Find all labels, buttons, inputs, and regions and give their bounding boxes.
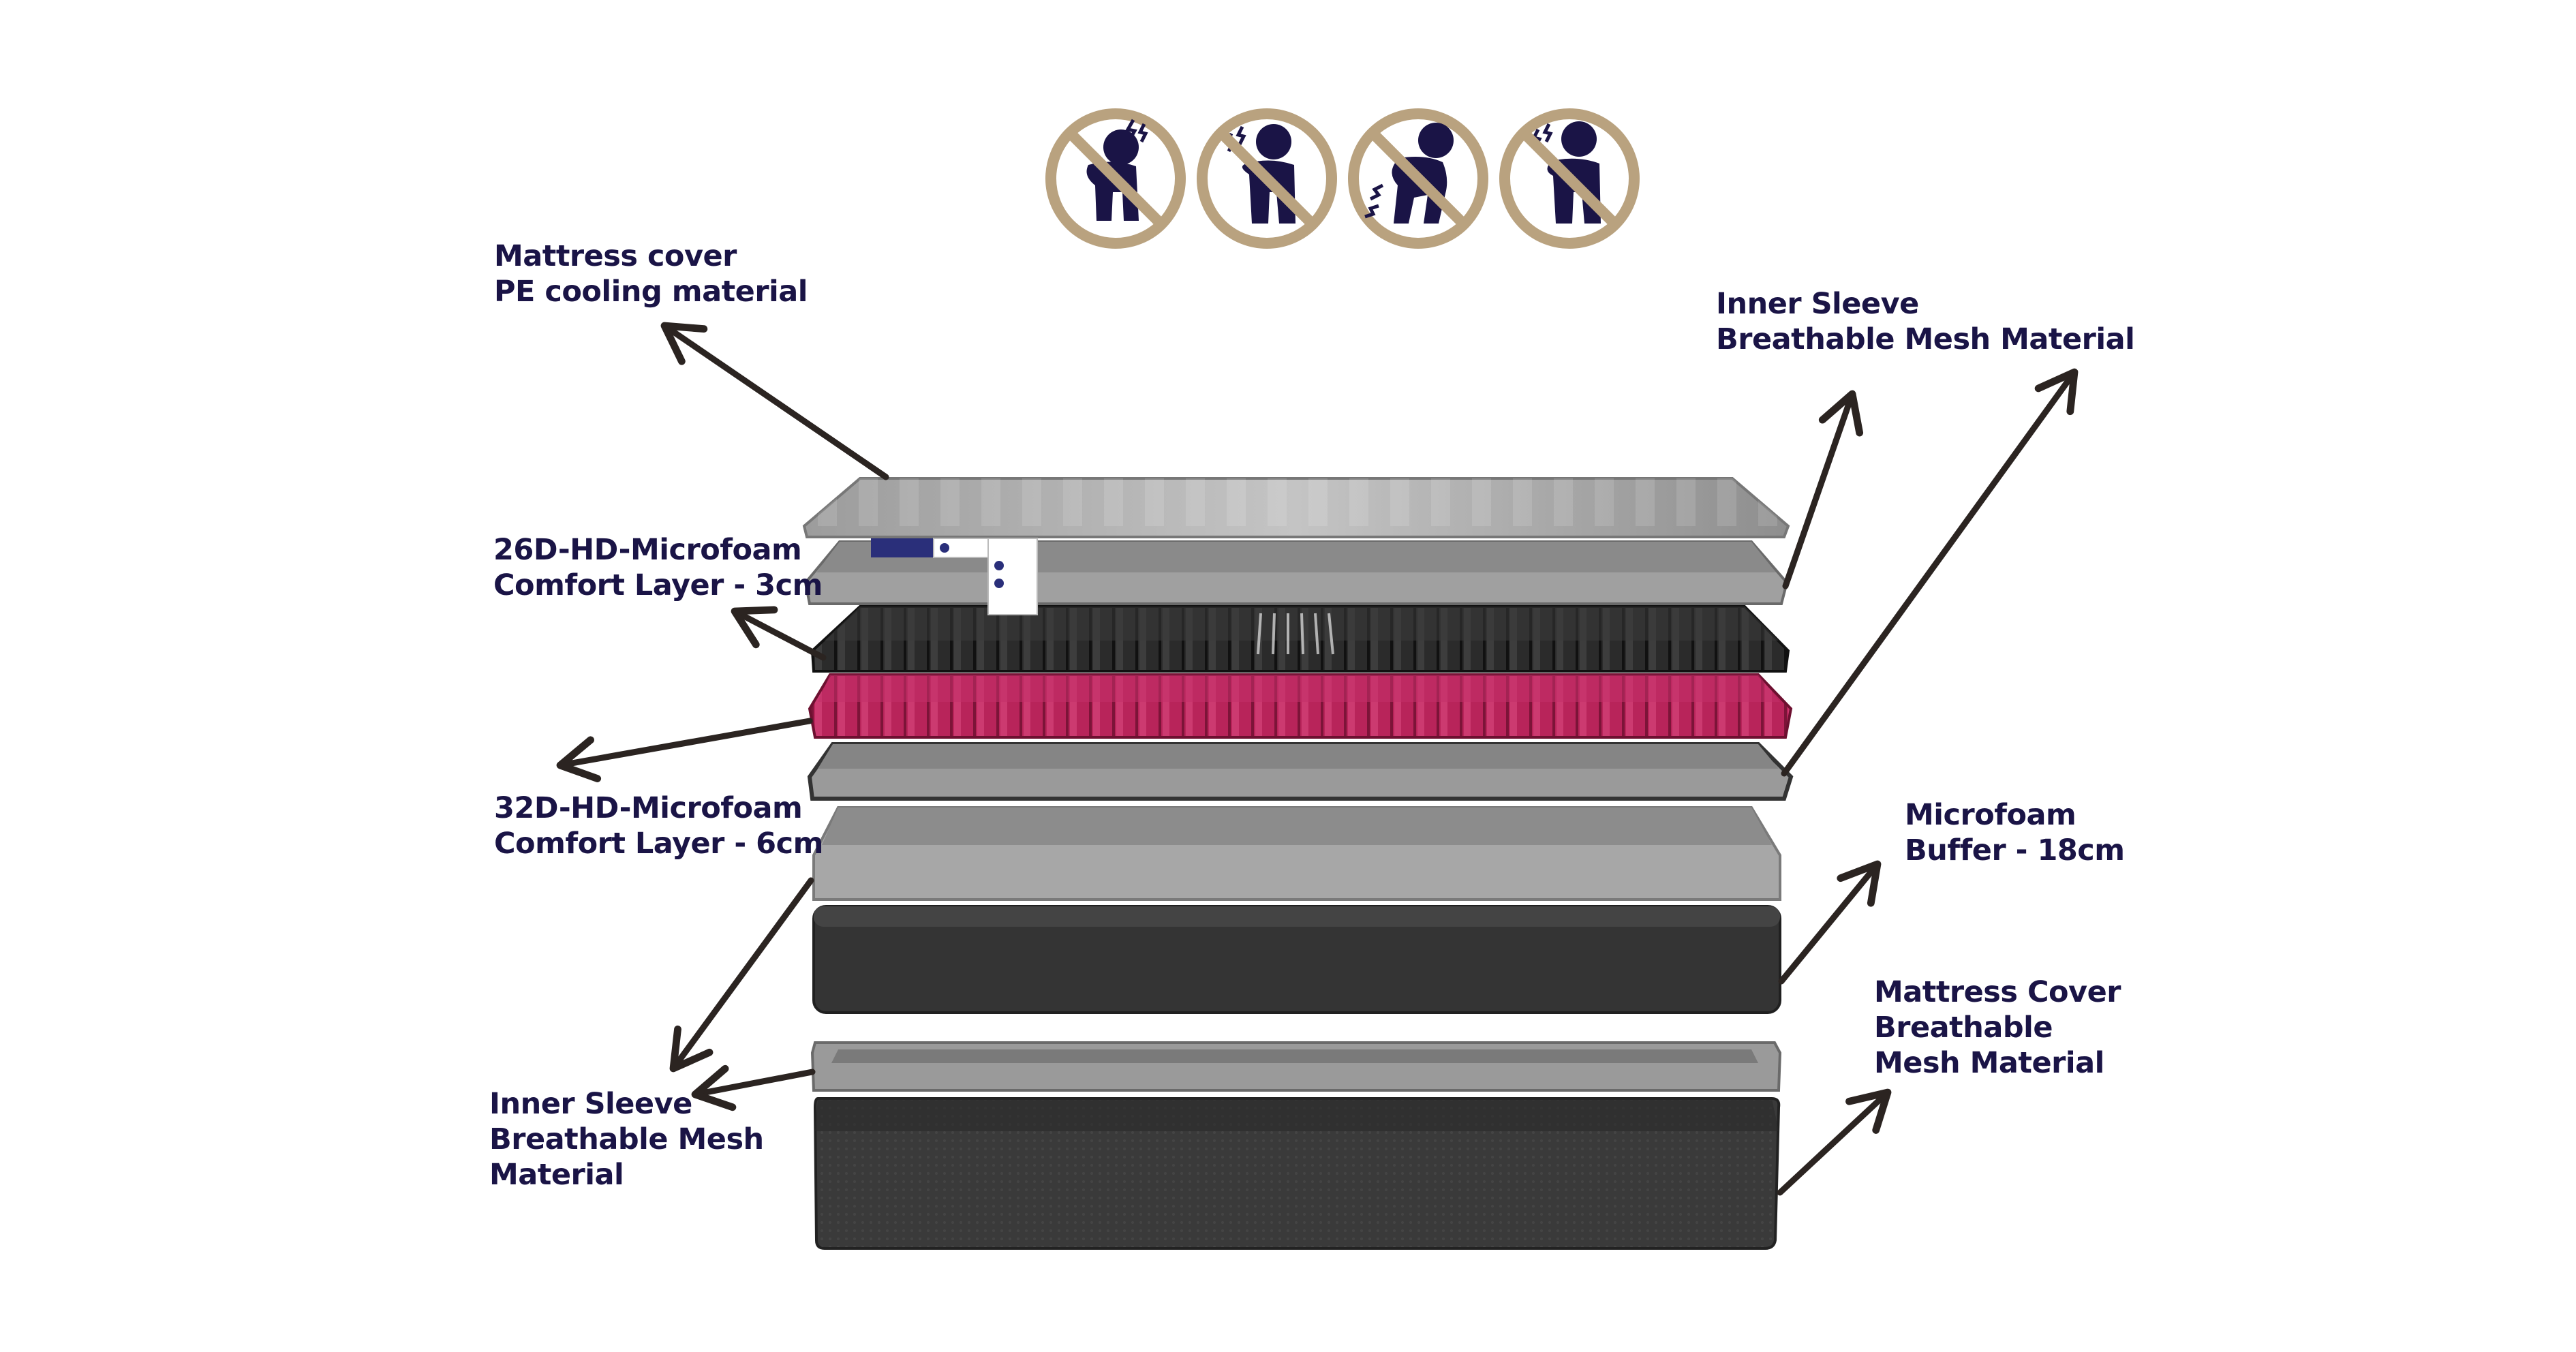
- no-back-pain-icon: [1348, 108, 1488, 249]
- label-comfort-3cm: 26D-HD-Microfoam Comfort Layer - 3cm: [493, 532, 823, 603]
- grey-sleeve-layer: [803, 540, 1789, 605]
- label-line: Microfoam: [1905, 798, 2076, 832]
- arrow-comfort-6cm: [556, 718, 813, 782]
- microfoam-buffer-layer: [812, 905, 1781, 1014]
- arrow-inner-sleeve-right-2: [1781, 368, 2079, 777]
- label-line: PE cooling material: [494, 275, 808, 309]
- label-line: 26D-HD-Microfoam: [493, 533, 802, 567]
- label-bottom-cover: Mattress Cover Breathable Mesh Material: [1874, 974, 2121, 1081]
- no-chest-pain-icon: [1499, 108, 1640, 249]
- black-comfort-foam-layer: [810, 605, 1790, 673]
- arrow-inner-sleeve-right-1: [1782, 390, 1864, 589]
- label-line: Mattress cover: [494, 239, 737, 273]
- label-line: 32D-HD-Microfoam: [494, 791, 803, 825]
- label-inner-sleeve-right: Inner Sleeve Breathable Mesh Material: [1716, 286, 2135, 357]
- arrow-top-cover: [660, 322, 889, 480]
- lower-inner-sleeve-layer: [810, 1041, 1782, 1092]
- middle-sleeve-layer: [807, 742, 1794, 801]
- label-line: Buffer - 18cm: [1905, 833, 2125, 867]
- arrow-comfort-3cm: [731, 606, 827, 661]
- label-line: Comfort Layer - 6cm: [494, 827, 823, 861]
- product-tag: [871, 538, 1038, 615]
- upper-inner-sleeve-layer: [812, 806, 1781, 901]
- label-top-cover: Mattress cover PE cooling material: [494, 239, 808, 309]
- label-inner-sleeve-left: Inner Sleeve Breathable Mesh Material: [489, 1086, 764, 1193]
- bottom-mattress-cover-layer: [813, 1097, 1781, 1250]
- label-line: Mesh Material: [1874, 1046, 2104, 1080]
- no-neck-pain-icon: [1045, 108, 1186, 249]
- arrow-inner-sleeve-left-1: [669, 877, 814, 1073]
- label-line: Material: [489, 1158, 624, 1192]
- pink-comfort-foam-layer: [808, 673, 1793, 739]
- arrow-buffer: [1778, 860, 1882, 985]
- label-buffer: Microfoam Buffer - 18cm: [1905, 797, 2125, 868]
- label-line: Breathable Mesh: [489, 1122, 764, 1156]
- label-line: Comfort Layer - 3cm: [493, 568, 823, 602]
- label-comfort-6cm: 32D-HD-Microfoam Comfort Layer - 6cm: [494, 790, 823, 861]
- label-line: Inner Sleeve: [1716, 287, 1919, 321]
- no-shoulder-pain-icon: [1197, 108, 1337, 249]
- top-cooling-cover-layer: [802, 477, 1790, 538]
- arrow-bottom-cover: [1777, 1088, 1892, 1196]
- label-line: Inner Sleeve: [489, 1087, 692, 1121]
- arrow-inner-sleeve-left-2: [691, 1064, 816, 1111]
- label-line: Mattress Cover: [1874, 975, 2121, 1009]
- label-line: Breathable: [1874, 1011, 2053, 1045]
- label-line: Breathable Mesh Material: [1716, 322, 2135, 356]
